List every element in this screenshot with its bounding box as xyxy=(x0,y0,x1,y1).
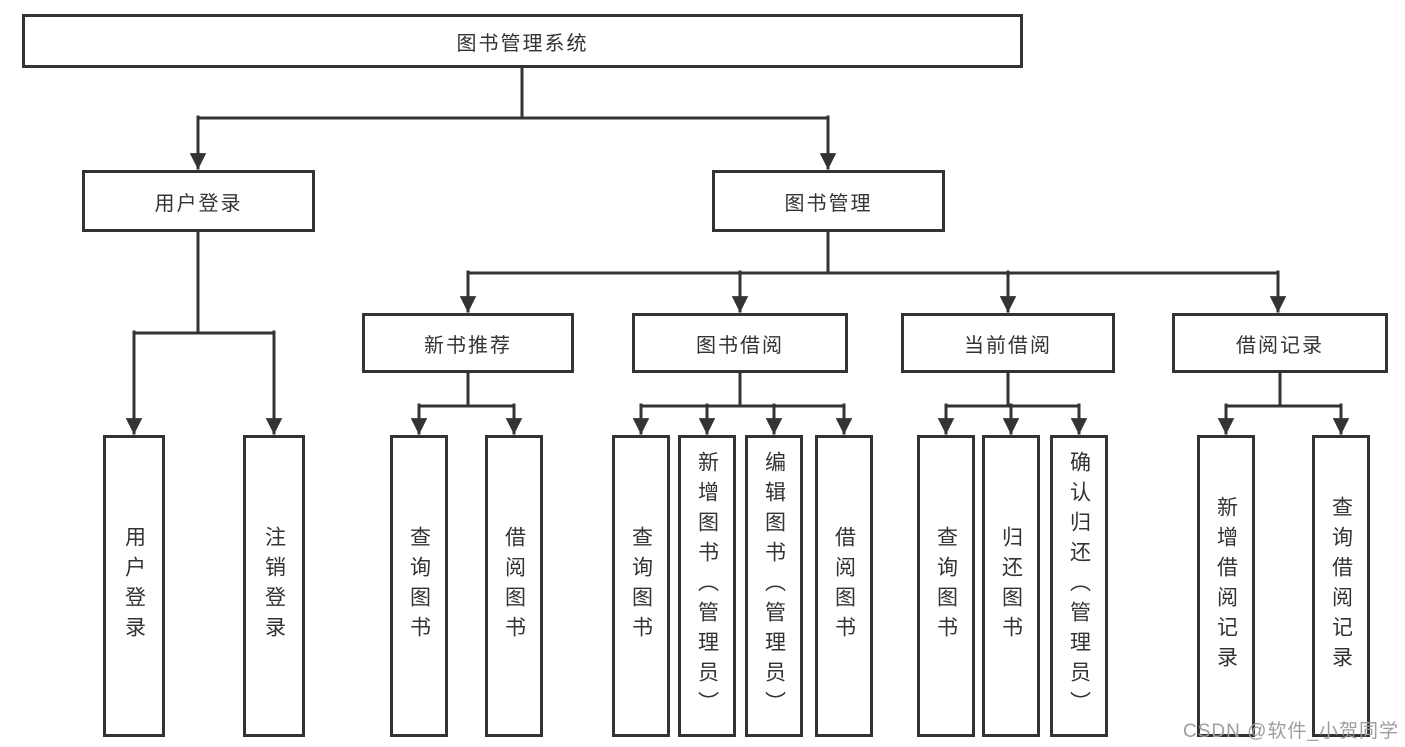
leaf-logout-login-label: 注销登录 xyxy=(262,526,286,646)
node-user-login: 用户登录 xyxy=(82,170,315,232)
leaf-query-borrow-record-label: 查询借阅记录 xyxy=(1329,496,1353,676)
leaf-query-book-3-label: 查询图书 xyxy=(934,526,958,646)
node-library-system: 图书管理系统 xyxy=(22,14,1023,68)
leaf-logout-login: 注销登录 xyxy=(243,435,305,737)
node-book-management: 图书管理 xyxy=(712,170,945,232)
leaf-add-book-admin: 新增图书（管理员） xyxy=(678,435,736,737)
node-new-book-recommend: 新书推荐 xyxy=(362,313,574,373)
leaf-add-borrow-record-label: 新增借阅记录 xyxy=(1214,496,1238,676)
leaf-return-book-label: 归还图书 xyxy=(999,526,1023,646)
leaf-add-book-admin-label: 新增图书（管理员） xyxy=(695,451,719,721)
leaf-borrow-book-1-label: 借阅图书 xyxy=(502,526,526,646)
leaf-add-borrow-record: 新增借阅记录 xyxy=(1197,435,1255,737)
node-current-borrow: 当前借阅 xyxy=(901,313,1115,373)
leaf-query-borrow-record: 查询借阅记录 xyxy=(1312,435,1370,737)
leaf-confirm-return-admin-label: 确认归还（管理员） xyxy=(1067,451,1091,721)
leaf-query-book-3: 查询图书 xyxy=(917,435,975,737)
leaf-edit-book-admin-label: 编辑图书（管理员） xyxy=(762,451,786,721)
leaf-edit-book-admin: 编辑图书（管理员） xyxy=(745,435,803,737)
leaf-confirm-return-admin: 确认归还（管理员） xyxy=(1050,435,1108,737)
leaf-return-book: 归还图书 xyxy=(982,435,1040,737)
leaf-query-book-1: 查询图书 xyxy=(390,435,448,737)
leaf-query-book-1-label: 查询图书 xyxy=(407,526,431,646)
leaf-borrow-book-2-label: 借阅图书 xyxy=(832,526,856,646)
leaf-borrow-book-2: 借阅图书 xyxy=(815,435,873,737)
leaf-query-book-2: 查询图书 xyxy=(612,435,670,737)
leaf-user-login-label: 用户登录 xyxy=(122,526,146,646)
node-borrow-record: 借阅记录 xyxy=(1172,313,1388,373)
node-book-borrow: 图书借阅 xyxy=(632,313,848,373)
leaf-query-book-2-label: 查询图书 xyxy=(629,526,653,646)
watermark: CSDN @软件_小贺同学 xyxy=(1183,721,1399,742)
leaf-user-login: 用户登录 xyxy=(103,435,165,737)
leaf-borrow-book-1: 借阅图书 xyxy=(485,435,543,737)
